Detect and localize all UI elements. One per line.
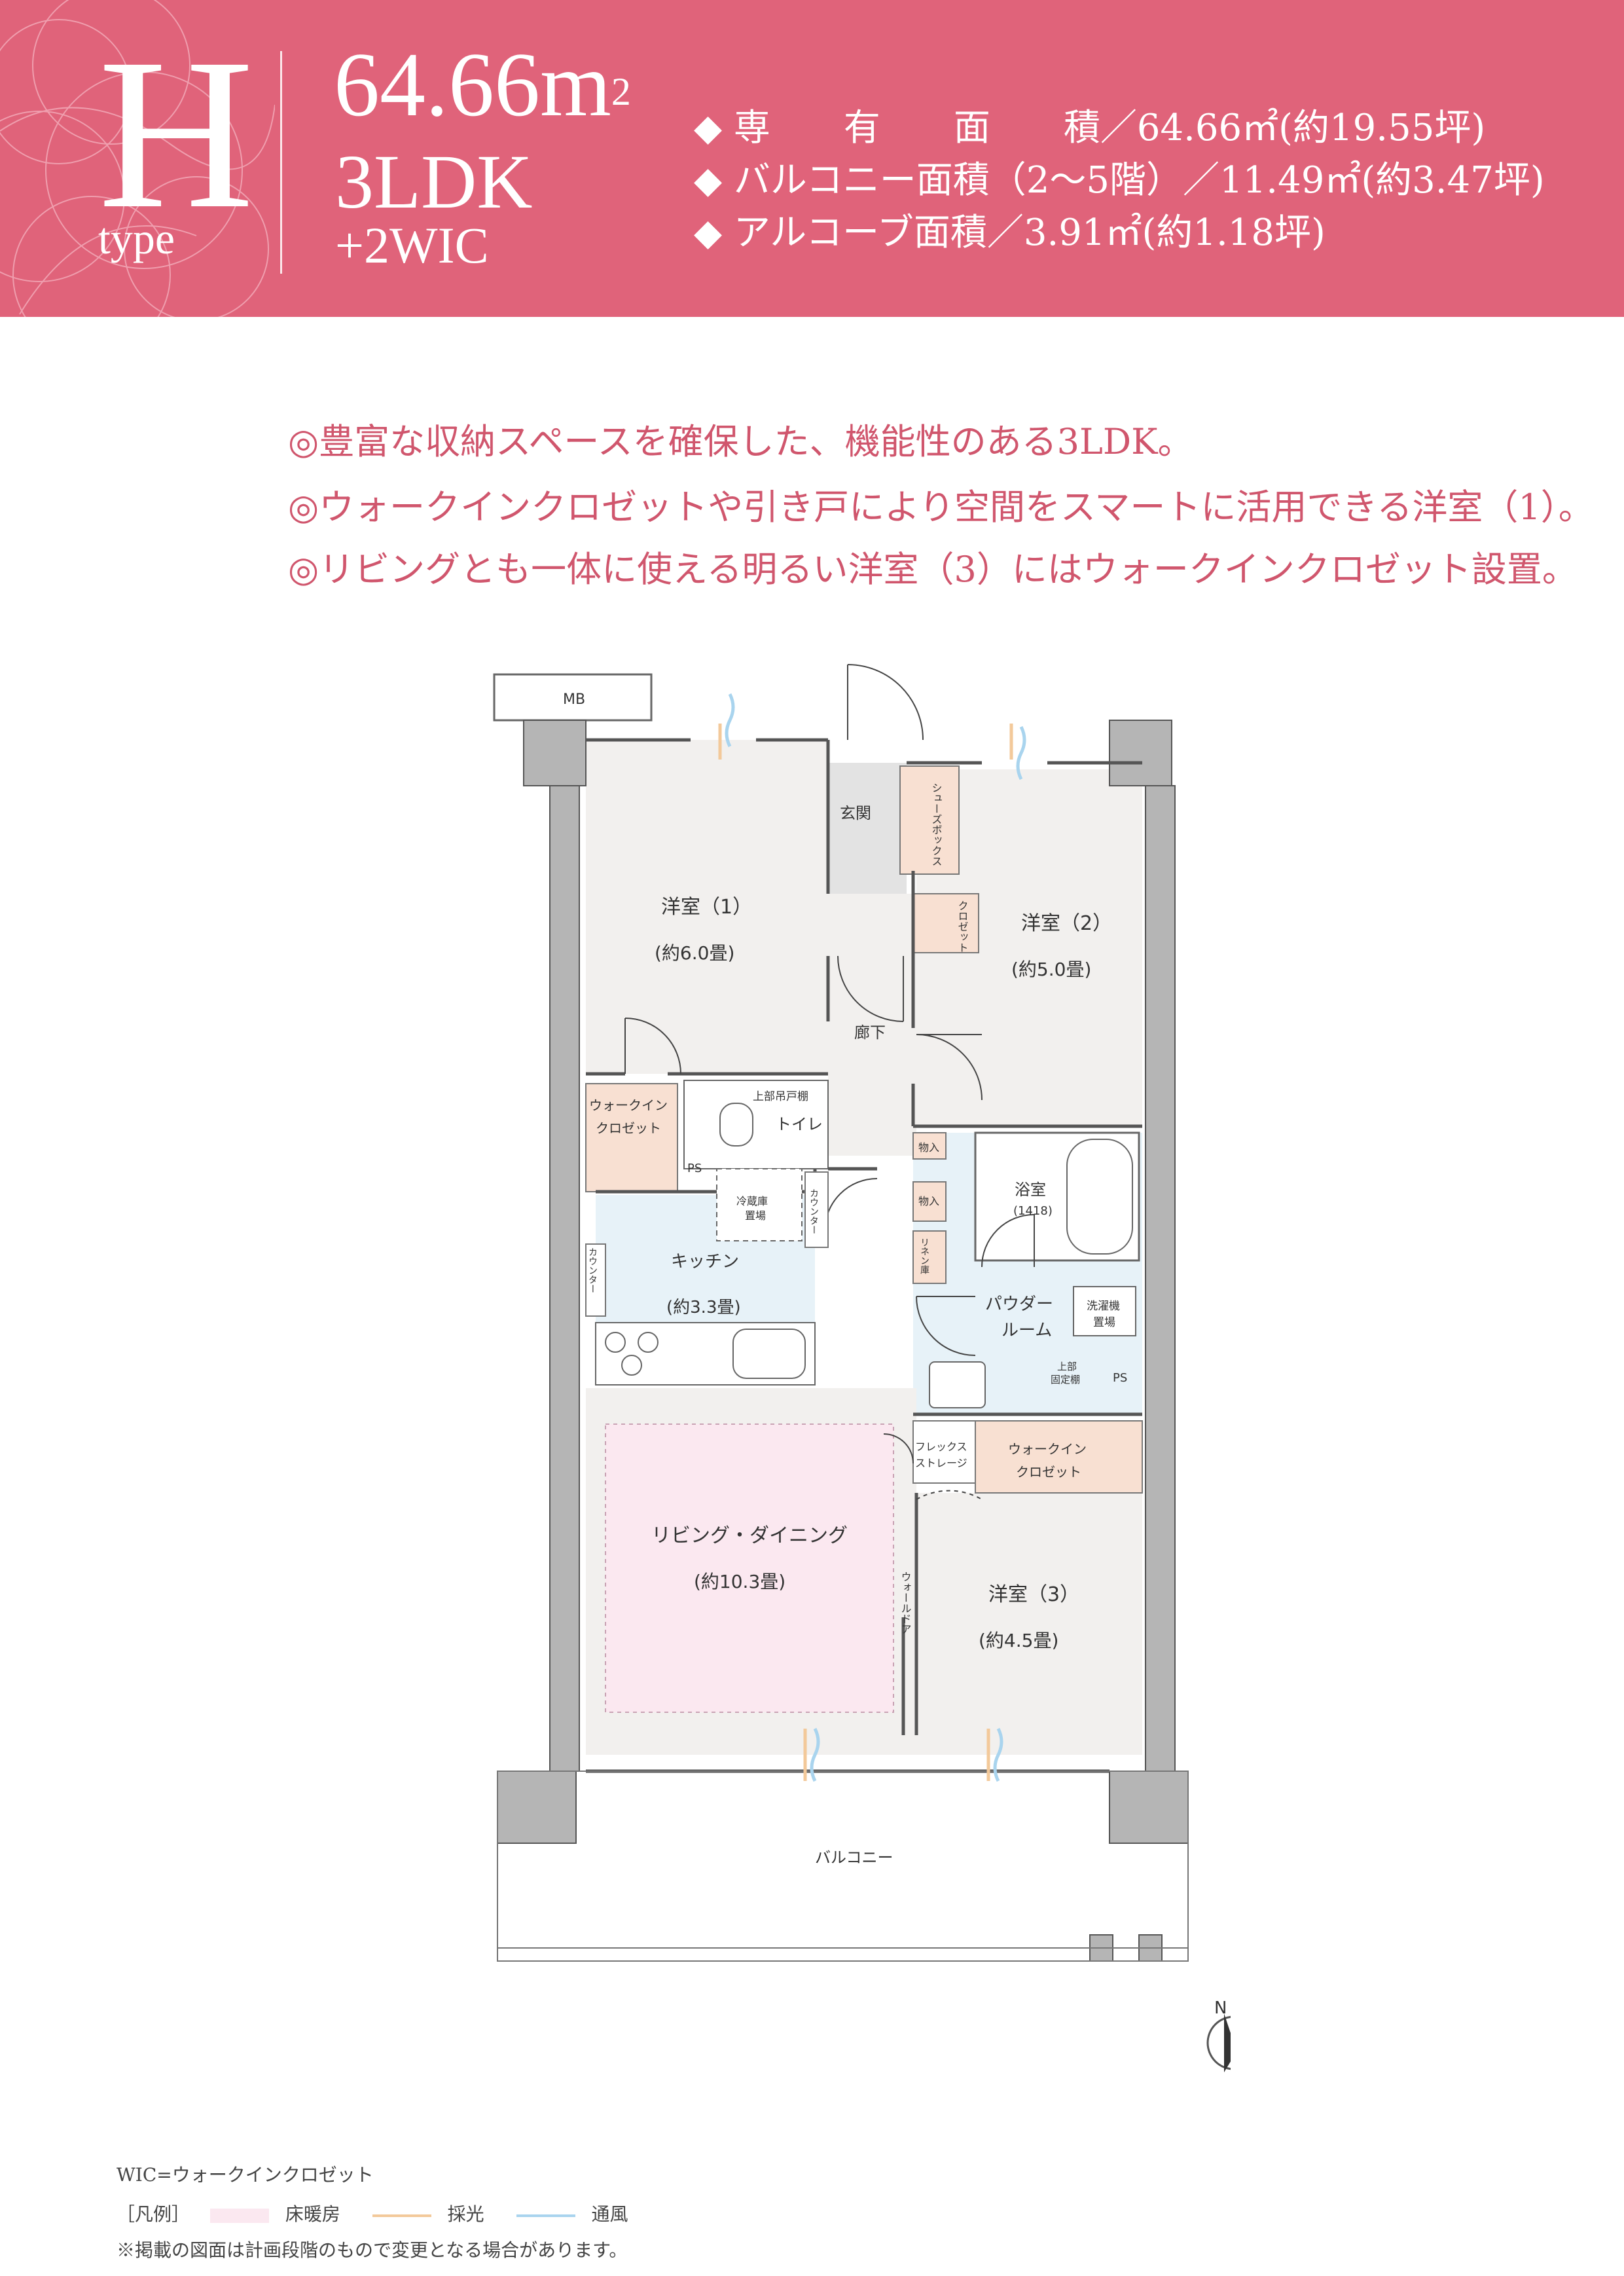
- label-living: リビング・ダイニング: [651, 1524, 848, 1547]
- counter-left: [585, 1243, 606, 1317]
- room3-floor: [916, 1493, 1142, 1755]
- column-top-right: [1109, 720, 1172, 786]
- feature-2: ◎ウォークインクロゼットや引き戸により空間をスマートに活用できる洋室（1）。: [288, 486, 1594, 528]
- label-linen: リネン庫: [919, 1238, 929, 1274]
- floor-heating-area: [605, 1423, 894, 1713]
- sink: [732, 1329, 806, 1379]
- label-upper-fixed-a: 上部: [1057, 1361, 1077, 1372]
- label-wic2-a: ウォークイン: [1008, 1441, 1087, 1457]
- label-upper-shelf: 上部吊戸棚: [753, 1090, 808, 1103]
- label-room2: 洋室（2）: [1021, 912, 1112, 935]
- shoes-box: [899, 765, 960, 875]
- label-washer-a: 洗濯機: [1087, 1300, 1120, 1313]
- wic-note: WIC=ウォークインクロゼット: [117, 2164, 374, 2186]
- plan-extra: +2WIC: [335, 217, 489, 274]
- feature-1: ◎豊富な収納スペースを確保した、機能性のある3LDK。: [288, 421, 1193, 462]
- header-banner: H type 64.66m2 3LDK +2WIC ◆ 専 有 面 積／64.6…: [0, 0, 1624, 317]
- stove-icon: [605, 1332, 659, 1376]
- closet2: [912, 893, 979, 953]
- counter-vertical: [804, 1171, 829, 1248]
- type-letter: H: [98, 14, 255, 253]
- label-storage-1: 物入: [918, 1141, 939, 1154]
- label-wic2-b: クロゼット: [1016, 1464, 1081, 1480]
- label-room3: 洋室（3）: [988, 1583, 1079, 1606]
- toilet-icon: [719, 1103, 753, 1147]
- label-wic1-a: ウォークイン: [589, 1097, 668, 1113]
- header-divider: [280, 51, 282, 274]
- label-shoes-box: シューズボックス: [930, 782, 943, 866]
- label-wic1-b: クロゼット: [596, 1120, 661, 1136]
- label-washer-b: 置場: [1093, 1316, 1115, 1329]
- column-bottom-left: [497, 1771, 577, 1844]
- label-room2-size: (約5.0畳): [1011, 959, 1091, 980]
- balcony-outline: [497, 1771, 1189, 1962]
- label-storage-2: 物入: [918, 1195, 939, 1207]
- label-upper-fixed-b: 固定棚: [1051, 1374, 1080, 1386]
- legend-floor-heating: 床暖房: [285, 2203, 340, 2225]
- label-ps1: PS: [687, 1162, 702, 1175]
- label-wall-door: ウォールドア: [899, 1571, 912, 1634]
- spec-alcove-area: ◆ アルコーブ面積／3.91㎡(約1.18坪): [694, 211, 1326, 254]
- column-top-left: [523, 720, 586, 786]
- type-word: type: [98, 213, 175, 263]
- light-swatch: [372, 2214, 431, 2217]
- floral-ornament-icon: [0, 0, 275, 317]
- label-flex-b: ストレージ: [915, 1457, 967, 1469]
- spec-exclusive-area: ◆ 専 有 面 積／64.66㎡(約19.55坪): [694, 107, 1486, 149]
- storage-lower: [912, 1181, 947, 1222]
- label-genkan: 玄関: [840, 804, 871, 822]
- label-kitchen: キッチン: [671, 1252, 739, 1272]
- toilet-room: [683, 1080, 829, 1169]
- label-counter-2: カウンター: [587, 1247, 598, 1293]
- label-room3-size: (約4.5畳): [979, 1630, 1058, 1651]
- wic1: [585, 1083, 678, 1192]
- plan-type: 3LDK: [335, 139, 533, 225]
- disclaimer: ※掲載の図面は計画段階のもので変更となる場合があります。: [117, 2239, 628, 2261]
- light-wind-markers: [718, 693, 1026, 1782]
- hall-floor: [828, 894, 916, 1156]
- storage-upper: [912, 1132, 947, 1160]
- wic2: [975, 1420, 1143, 1494]
- label-counter-1: カウンター: [808, 1188, 819, 1234]
- legend-light: 採光: [447, 2203, 484, 2225]
- wall-left: [549, 785, 580, 1772]
- feature-3: ◎リビングとも一体に使える明るい洋室（3）にはウォークインクロゼット設置。: [288, 549, 1578, 590]
- label-bath: 浴室: [1015, 1181, 1046, 1199]
- label-closet: クロゼット: [956, 900, 969, 953]
- label-bath-size: (1418): [1013, 1204, 1053, 1218]
- label-room1: 洋室（1）: [661, 896, 752, 919]
- washbasin-icon: [929, 1361, 986, 1408]
- label-fridge-a: 冷蔵庫: [736, 1195, 768, 1207]
- linen: [912, 1230, 947, 1284]
- label-toilet: トイレ: [776, 1115, 823, 1133]
- flex-storage: [912, 1420, 976, 1484]
- fridge-space: [716, 1168, 803, 1241]
- column-bottom-right: [1109, 1771, 1189, 1844]
- north-label: N: [1214, 1998, 1227, 2018]
- label-balcony: バルコニー: [815, 1848, 893, 1867]
- legend-wind: 通風: [591, 2203, 628, 2225]
- label-fridge-b: 置場: [745, 1209, 766, 1222]
- label-ps2: PS: [1113, 1371, 1127, 1385]
- wind-swatch: [516, 2214, 575, 2217]
- floor-plan: MB: [493, 664, 1231, 2072]
- label-living-size: (約10.3畳): [694, 1571, 785, 1592]
- genkan-floor: [828, 763, 907, 894]
- label-powder-a: パウダー: [985, 1294, 1053, 1314]
- label-hall: 廊下: [854, 1023, 886, 1042]
- legend: ［凡例］ 床暖房 採光 通風: [117, 2200, 628, 2226]
- wall-right: [1145, 785, 1176, 1772]
- floor-heating-swatch: [209, 2208, 269, 2223]
- label-flex-a: フレックス: [915, 1441, 967, 1453]
- washer-space: [1073, 1286, 1136, 1336]
- north-arrow-icon: N: [1206, 1998, 1231, 2072]
- label-kitchen-size: (約3.3畳): [666, 1298, 741, 1317]
- area-value: 64.66m2: [334, 34, 631, 136]
- spec-balcony-area: ◆ バルコニー面積（2〜5階）／11.49㎡(約3.47坪): [694, 159, 1545, 202]
- label-room1-size: (約6.0畳): [655, 942, 734, 964]
- label-powder-b: ルーム: [1001, 1321, 1052, 1340]
- bathtub-icon: [1066, 1139, 1133, 1255]
- legend-label: ［凡例］: [117, 2203, 190, 2225]
- label-mb: MB: [563, 691, 585, 708]
